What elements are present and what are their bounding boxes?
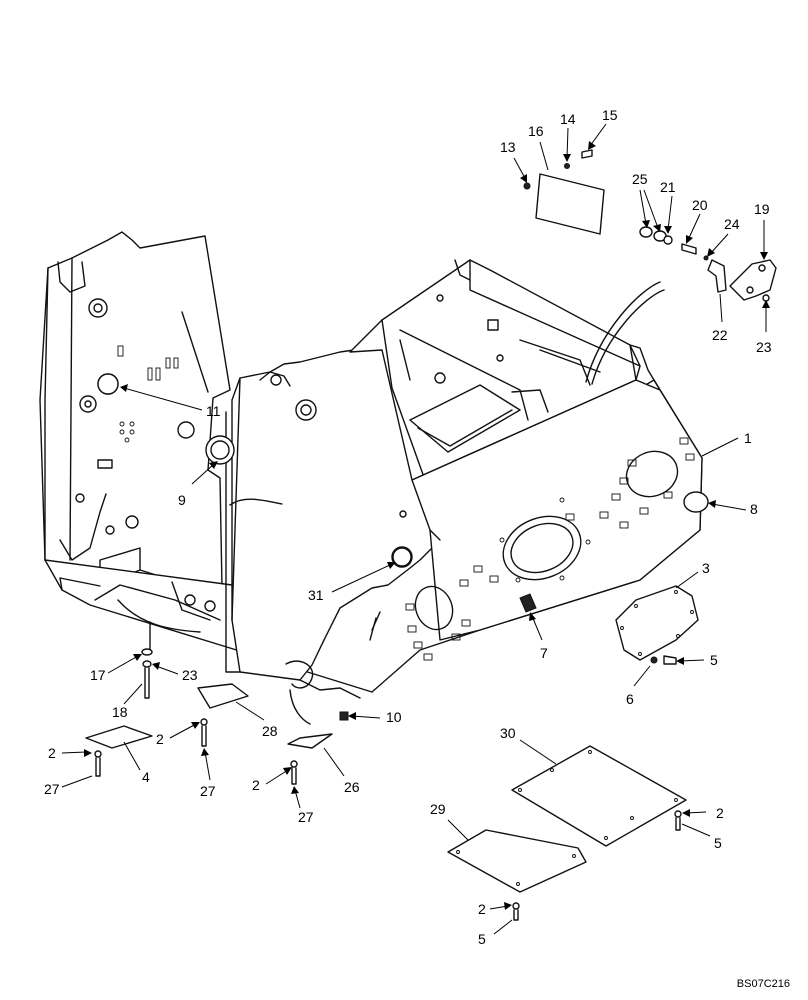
callout-27: 27 xyxy=(200,783,216,799)
callout-19: 19 xyxy=(754,201,770,217)
callout-10: 10 xyxy=(386,709,402,725)
collar-9-part xyxy=(205,435,235,465)
callout-3: 3 xyxy=(702,560,710,576)
callout-5: 5 xyxy=(714,835,722,851)
callout-25: 25 xyxy=(632,171,648,187)
callout-1: 1 xyxy=(744,430,752,446)
fitting-7-part xyxy=(519,593,537,613)
loose-parts xyxy=(85,149,777,921)
callout-6: 6 xyxy=(626,691,634,707)
callout-13: 13 xyxy=(500,139,516,155)
main-frame xyxy=(39,231,703,725)
cover-plate-3-part xyxy=(615,585,699,661)
callout-26: 26 xyxy=(344,779,360,795)
bolt-10-part xyxy=(339,711,349,721)
plate-4-part xyxy=(85,725,153,749)
callout-7: 7 xyxy=(540,645,548,661)
bracket-26-part xyxy=(287,733,333,749)
callout-14: 14 xyxy=(560,111,576,127)
callout-16: 16 xyxy=(528,123,544,139)
callout-27: 27 xyxy=(298,809,314,825)
callout-17: 17 xyxy=(90,667,106,683)
callout-18: 18 xyxy=(112,704,128,720)
callouts: 1 2 2 2 2 2 3 4 5 5 5 6 7 8 9 10 11 xyxy=(44,107,772,947)
callout-24: 24 xyxy=(724,216,740,232)
callout-20: 20 xyxy=(692,197,708,213)
callout-2: 2 xyxy=(716,805,724,821)
callout-2: 2 xyxy=(156,731,164,747)
callout-28: 28 xyxy=(262,723,278,739)
callout-5: 5 xyxy=(710,652,718,668)
callout-23: 23 xyxy=(756,339,772,355)
callout-8: 8 xyxy=(750,501,758,517)
grommet-31-part xyxy=(392,547,412,567)
drawing-code: BS07C216 xyxy=(736,978,790,990)
callout-2: 2 xyxy=(252,777,260,793)
callout-9: 9 xyxy=(178,492,186,508)
callout-31: 31 xyxy=(308,587,324,603)
callout-22: 22 xyxy=(712,327,728,343)
floor-plate-29-part xyxy=(447,829,587,893)
plate-28-part xyxy=(197,683,249,709)
callout-2: 2 xyxy=(478,901,486,917)
callout-11: 11 xyxy=(206,403,221,419)
callout-5: 5 xyxy=(478,931,486,947)
callout-4: 4 xyxy=(142,769,150,785)
plate-16-part xyxy=(535,173,605,235)
callout-15: 15 xyxy=(602,107,618,123)
callout-2: 2 xyxy=(48,745,56,761)
plug-11-part xyxy=(97,373,119,395)
floor-plate-30-part xyxy=(511,745,687,847)
callout-21: 21 xyxy=(660,179,676,195)
callout-23: 23 xyxy=(182,667,198,683)
callout-29: 29 xyxy=(430,801,446,817)
callout-27: 27 xyxy=(44,781,60,797)
callout-30: 30 xyxy=(500,725,516,741)
plug-8-part xyxy=(683,491,709,513)
